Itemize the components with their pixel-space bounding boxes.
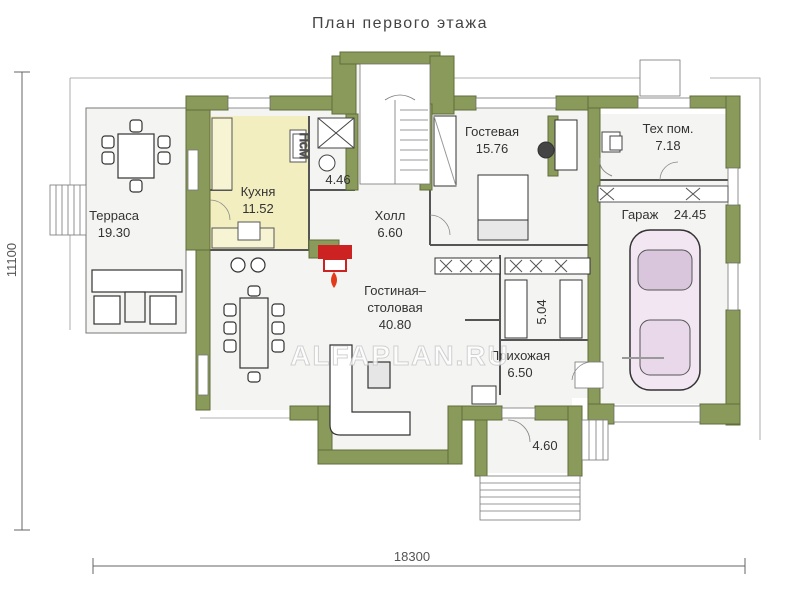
terrace-furniture	[91, 119, 183, 325]
height-dimension-label: 11100	[4, 243, 19, 277]
corner-sofa	[329, 344, 411, 436]
kitchen-fittings: ПсМ	[211, 117, 313, 249]
guest-name: Гостевая	[465, 124, 519, 139]
terrace-dining-table	[117, 133, 155, 179]
main-stairs	[359, 63, 431, 185]
terrace-stairs	[49, 184, 87, 236]
hall-name: Холл	[375, 208, 406, 223]
living-name-line1: Гостиная–	[364, 283, 427, 298]
watermark: ALFAPLAN.RU	[290, 340, 510, 371]
bathroom-fittings	[317, 117, 380, 172]
hall-area: 6.60	[377, 225, 402, 240]
porch-area: 4.60	[532, 438, 557, 453]
kitchen-area: 11.52	[242, 201, 274, 216]
garage-name: Гараж	[622, 207, 659, 222]
tech-fittings	[599, 131, 623, 177]
pm-label-box	[292, 133, 306, 159]
windows	[187, 97, 739, 423]
porch-stairs	[479, 59, 681, 521]
washbasin	[318, 154, 336, 172]
guest-desk	[554, 119, 578, 171]
width-dimension-label: 18300	[394, 549, 430, 564]
kitchen-name: Кухня	[241, 184, 276, 199]
garage-area: 24.45	[674, 207, 707, 222]
pm-label: ПсМ	[297, 133, 312, 160]
room-labels: Терраса 19.30 Кухня 11.52 4.46 Холл 6.60…	[89, 121, 706, 453]
living-furniture	[223, 257, 411, 436]
living-name-line2: столовая	[367, 300, 422, 315]
dining-table	[239, 297, 269, 369]
tech-name: Тех пом.	[642, 121, 693, 136]
porch-floor	[485, 418, 582, 473]
guest-area: 15.76	[476, 141, 509, 156]
wardrobe-area: 5.04	[534, 299, 549, 324]
terrace-area: 19.30	[98, 225, 131, 240]
entry-area: 6.50	[507, 365, 532, 380]
bath-area: 4.46	[325, 172, 350, 187]
fireplace-icon	[318, 245, 352, 288]
kitchen-floor	[210, 116, 309, 250]
wardrobe-fittings	[434, 257, 591, 405]
guest-furniture	[433, 115, 578, 241]
living-area: 40.80	[379, 317, 412, 332]
garage-car	[597, 185, 729, 391]
door-swings	[209, 161, 679, 443]
entry-name: Прихожая	[490, 348, 550, 363]
width-dimension: 18300	[92, 549, 746, 574]
height-dimension: 11100	[4, 71, 30, 531]
terrace-sofa	[91, 269, 183, 293]
tech-area: 7.18	[655, 138, 680, 153]
terrace-name: Терраса	[89, 208, 140, 223]
plan-title: План первого этажа	[312, 15, 488, 32]
